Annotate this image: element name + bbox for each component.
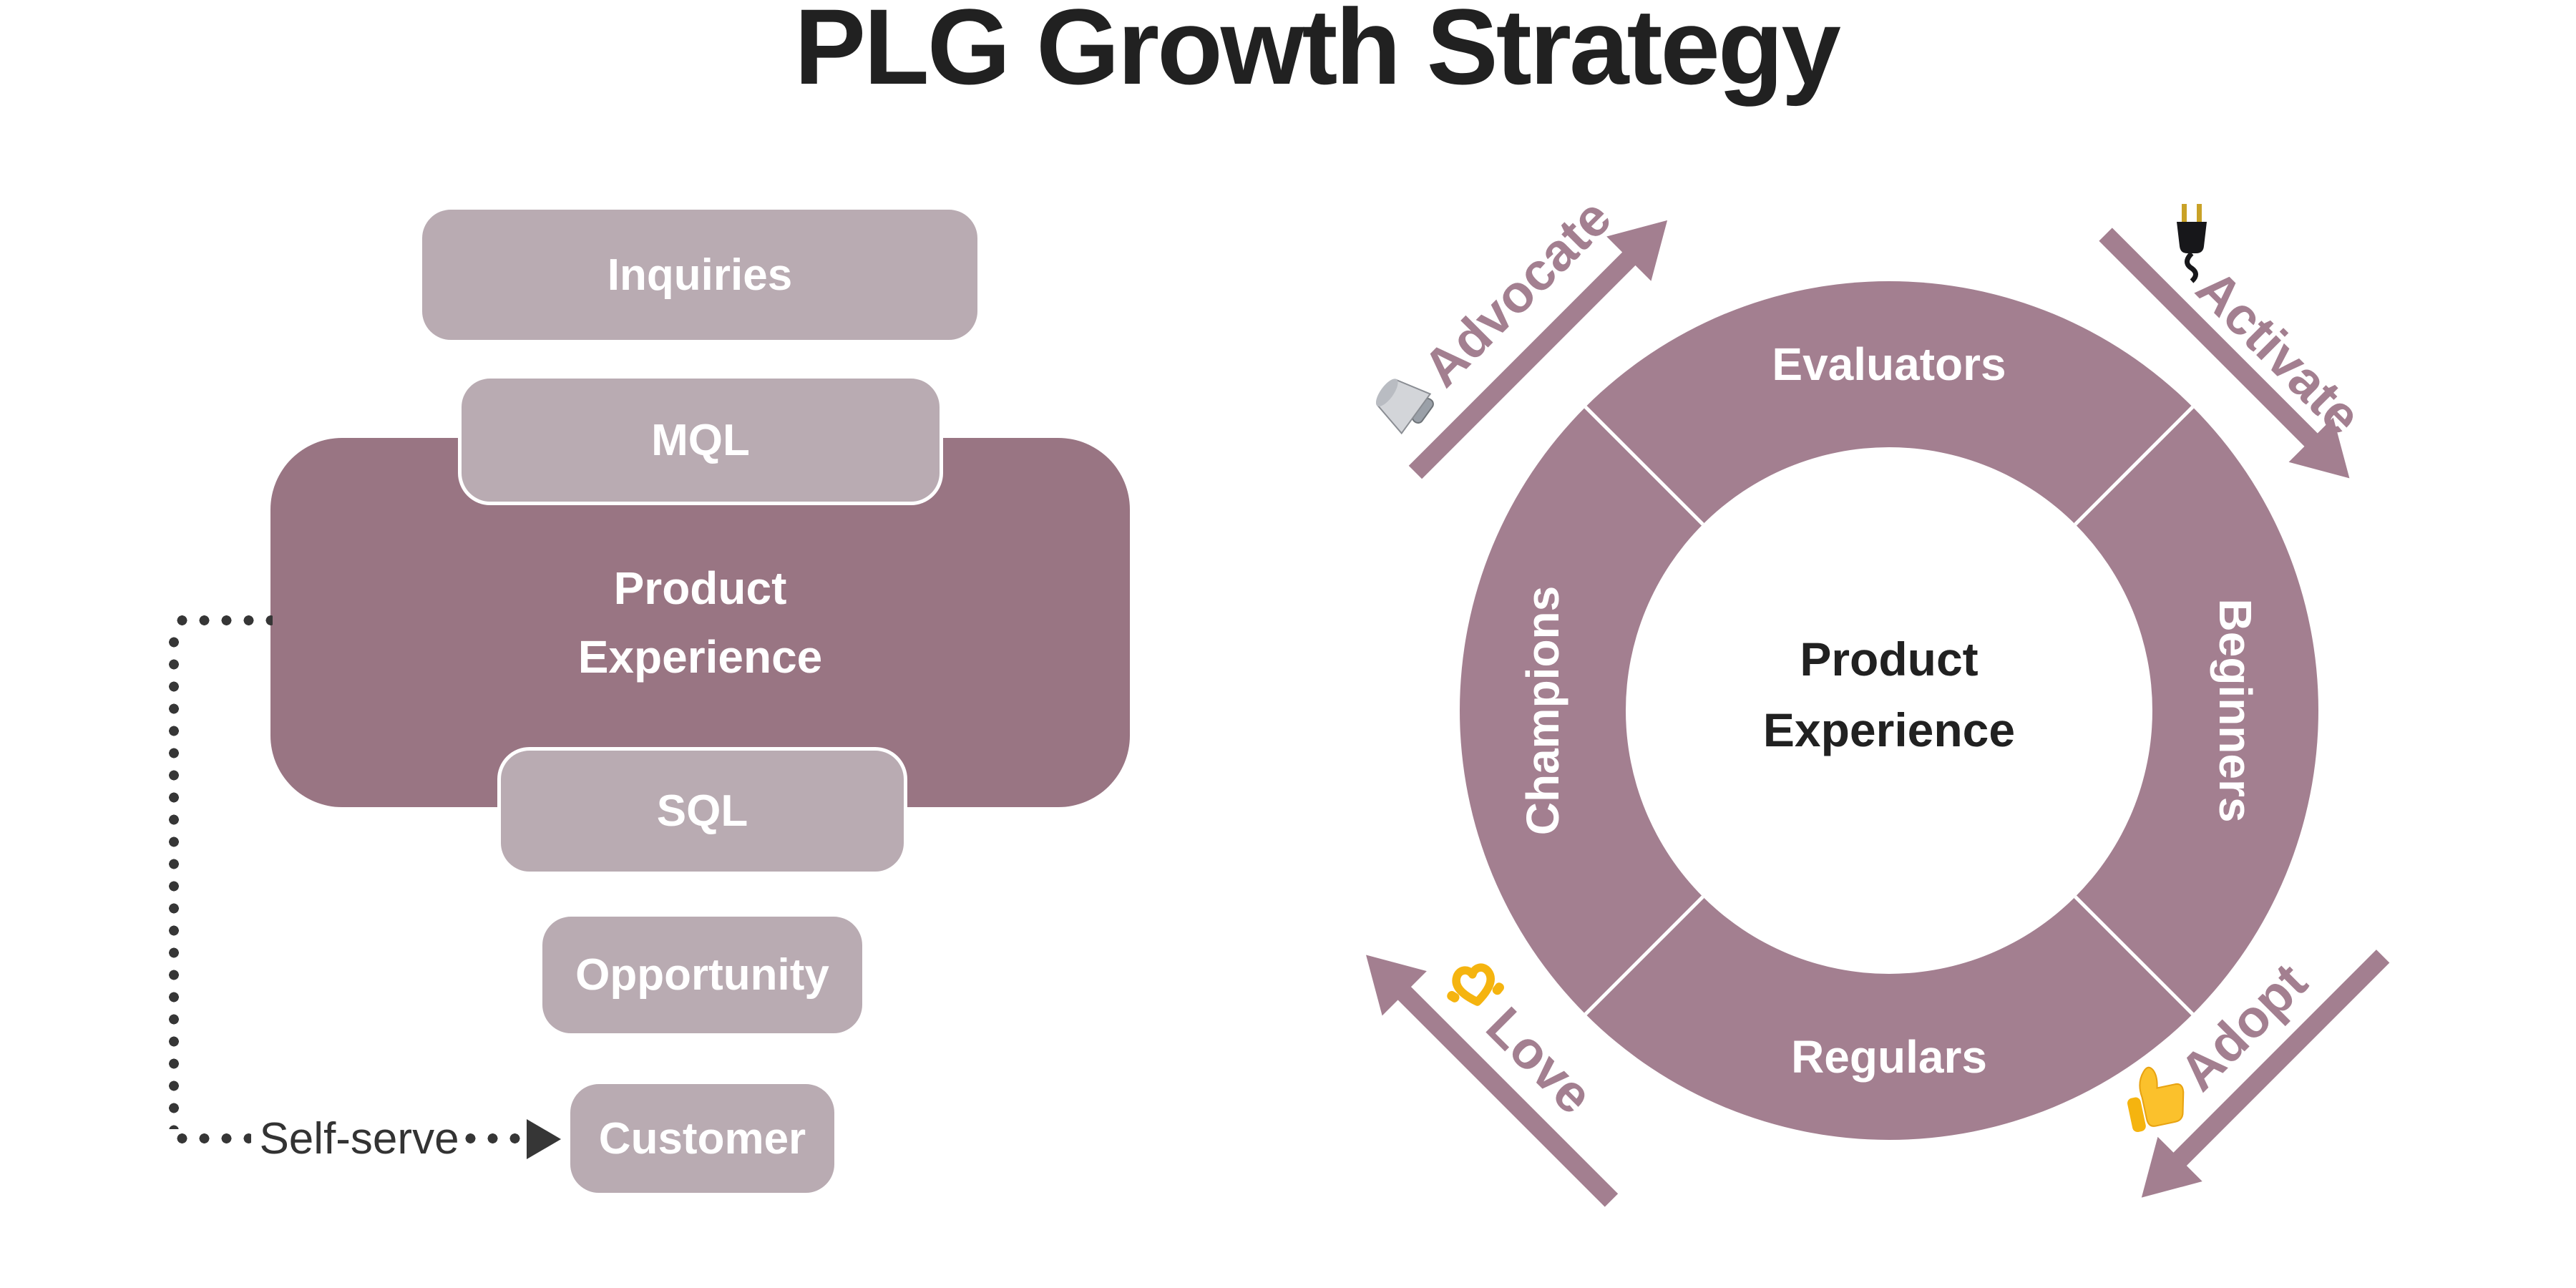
segment-divider [2074, 405, 2195, 526]
segment-beginners: Beginners [2210, 598, 2261, 823]
funnel-stage-sql: SQL [497, 747, 907, 875]
self-serve-arrowhead [527, 1119, 561, 1159]
heart-hands-icon [1447, 963, 1504, 1006]
funnel-stage-opportunity: Opportunity [539, 913, 866, 1037]
funnel-stage-label: SQL [656, 786, 748, 836]
self-serve-dotted-line-vertical [169, 631, 179, 1129]
funnel-stage-label: Product Experience [577, 562, 823, 683]
thumbs-up-icon [2127, 1066, 2185, 1133]
funnel-stage-customer: Customer [567, 1080, 838, 1196]
funnel-stage-mql: MQL [458, 375, 943, 505]
cycle-hole [1626, 447, 2152, 974]
funnel-stage-inquiries: Inquiries [419, 206, 981, 343]
funnel-stage-label: Customer [598, 1113, 806, 1163]
segment-regulars: Regulars [1791, 1031, 1987, 1083]
megaphone-icon [1375, 379, 1434, 435]
plug-icon [2177, 204, 2207, 283]
segment-champions: Champions [1517, 585, 1568, 836]
funnel-stage-label: Inquiries [607, 250, 793, 300]
segment-divider [2074, 895, 2195, 1016]
self-serve-dotted-line-top [171, 615, 273, 625]
self-serve-dotted-line-to-customer [459, 1133, 522, 1143]
segment-evaluators: Evaluators [1772, 338, 2006, 390]
funnel-stage-label: Opportunity [575, 950, 829, 1000]
segment-divider [1584, 405, 1704, 526]
cycle-center-label: Product Experience [1762, 633, 2016, 756]
segment-divider [1584, 895, 1704, 1016]
cycle-donut [1460, 281, 2318, 1140]
self-serve-dotted-line-bottom [171, 1133, 251, 1143]
self-serve-label: Self-serve [259, 1114, 459, 1163]
funnel-stage-label: MQL [651, 415, 750, 465]
page-title: PLG Growth Strategy [794, 0, 1841, 107]
